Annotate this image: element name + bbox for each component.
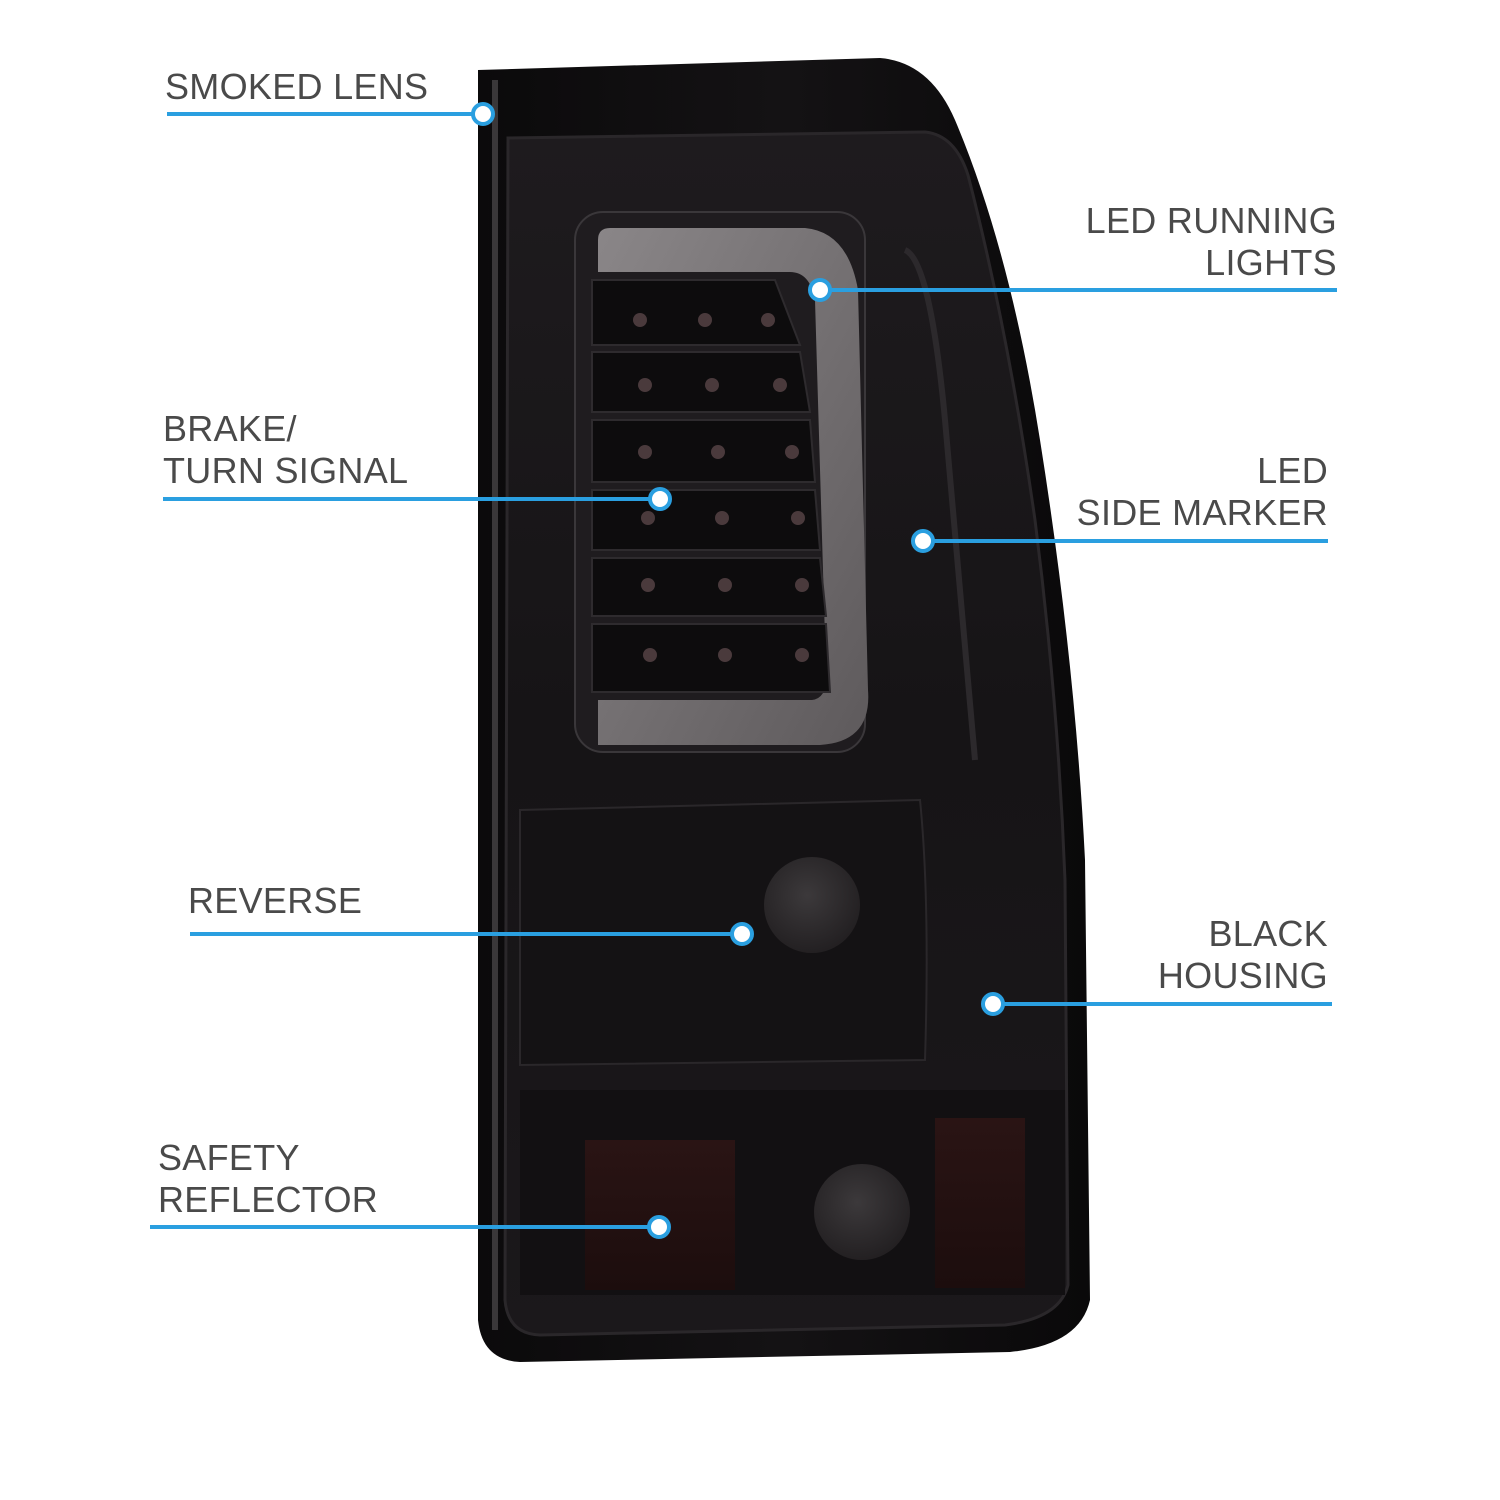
callout-lines: [150, 102, 1337, 1239]
label-line: REFLECTOR: [158, 1179, 379, 1220]
label-black-housing: BLACK HOUSING: [1158, 913, 1328, 997]
safety-reflector-left: [585, 1140, 735, 1290]
led-rows: [591, 279, 832, 693]
reverse-bulb: [764, 857, 860, 953]
callout-dot-reverse: [730, 922, 754, 946]
label-line: LED RUNNING: [1085, 200, 1337, 241]
label-line: REVERSE: [188, 880, 363, 921]
led-module: [574, 211, 978, 761]
label-led-running-lights: LED RUNNING LIGHTS: [1086, 200, 1337, 284]
callout-dot-led-running-lights: [808, 278, 832, 302]
led-dots: [633, 313, 809, 662]
callout-dot-brake-turn-signal: [648, 487, 672, 511]
label-brake-turn-signal: BRAKE/ TURN SIGNAL: [163, 408, 408, 492]
reflector-section: [520, 1090, 1065, 1295]
label-line: LIGHTS: [1205, 242, 1337, 283]
label-line: HOUSING: [1157, 955, 1328, 996]
label-line: SIDE MARKER: [1076, 492, 1328, 533]
label-led-side-marker: LED SIDE MARKER: [1077, 450, 1328, 534]
label-line: BRAKE/: [163, 408, 297, 449]
label-smoked-lens: SMOKED LENS: [165, 66, 428, 108]
callout-dot-smoked-lens: [471, 102, 495, 126]
label-reverse: REVERSE: [188, 880, 362, 922]
label-line: LED: [1257, 450, 1328, 491]
lower-bulb: [814, 1164, 910, 1260]
label-line: SAFETY: [158, 1137, 300, 1178]
label-line: TURN SIGNAL: [163, 450, 409, 491]
callout-dot-led-side-marker: [911, 529, 935, 553]
label-line: SMOKED LENS: [165, 66, 429, 107]
label-safety-reflector: SAFETY REFLECTOR: [158, 1137, 378, 1221]
callout-dot-black-housing: [981, 992, 1005, 1016]
callout-dot-safety-reflector: [647, 1215, 671, 1239]
safety-reflector-right: [935, 1118, 1025, 1288]
label-line: BLACK: [1208, 913, 1328, 954]
